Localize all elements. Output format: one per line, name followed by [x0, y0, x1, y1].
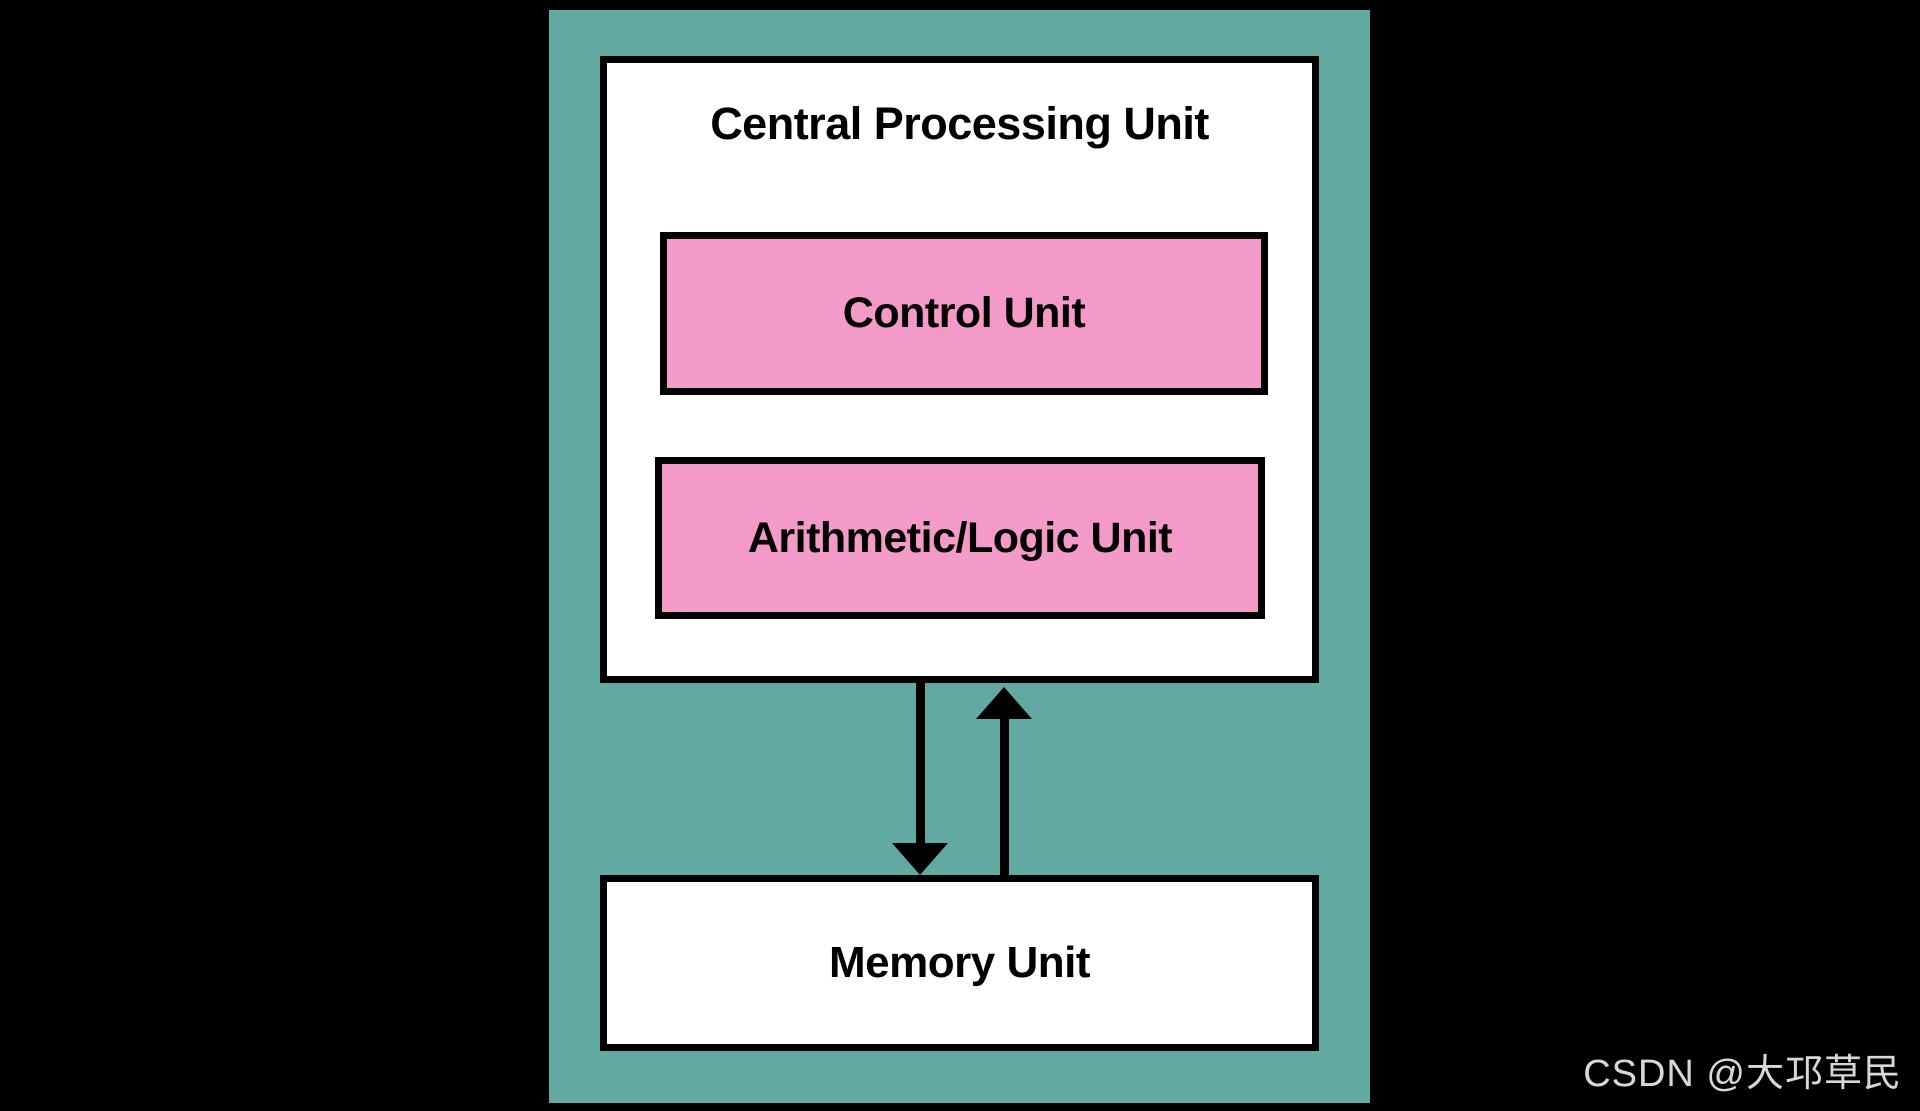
arithmetic-logic-unit-label: Arithmetic/Logic Unit [747, 513, 1173, 562]
cpu-to-memory-arrow-shaft [916, 682, 925, 846]
csdn-watermark: CSDN @大邛草民 [1583, 1053, 1902, 1095]
cpu-title: Central Processing Unit [710, 98, 1209, 149]
cpu-to-memory-arrow-head-icon [892, 843, 948, 875]
memory-to-cpu-arrow-shaft [1000, 718, 1009, 875]
control-unit-label: Control Unit [842, 289, 1086, 337]
memory-unit-label: Memory Unit [829, 938, 1090, 987]
arithmetic-logic-unit-box: Arithmetic/Logic Unit [655, 457, 1265, 619]
memory-unit-box: Memory Unit [600, 875, 1319, 1051]
control-unit-box: Control Unit [660, 232, 1268, 395]
memory-to-cpu-arrow-head-icon [976, 687, 1032, 719]
